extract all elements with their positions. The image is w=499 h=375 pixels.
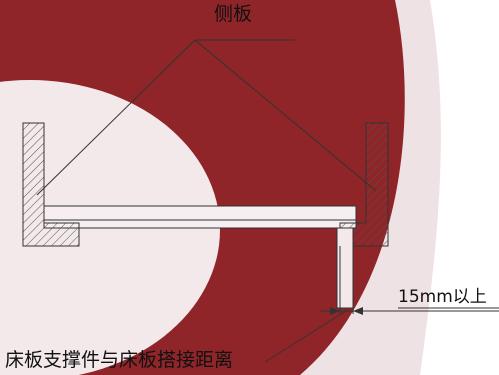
inner-dark-left xyxy=(0,0,130,75)
leader-left xyxy=(36,39,196,196)
leader-right xyxy=(194,39,377,192)
gap-dimension-label: 15mm以上 xyxy=(398,287,487,307)
dim-arrow-right xyxy=(353,307,363,315)
dim-arrow-left xyxy=(330,307,340,315)
support-piece xyxy=(336,227,354,309)
left-side-panel xyxy=(22,122,80,247)
cross-section xyxy=(22,39,499,363)
support-overlap-label: 床板支撑件与床板搭接距离 xyxy=(5,349,234,371)
bed-board xyxy=(43,205,357,229)
side-panel-label: 侧板 xyxy=(214,3,253,25)
leader-bottom xyxy=(264,310,347,363)
